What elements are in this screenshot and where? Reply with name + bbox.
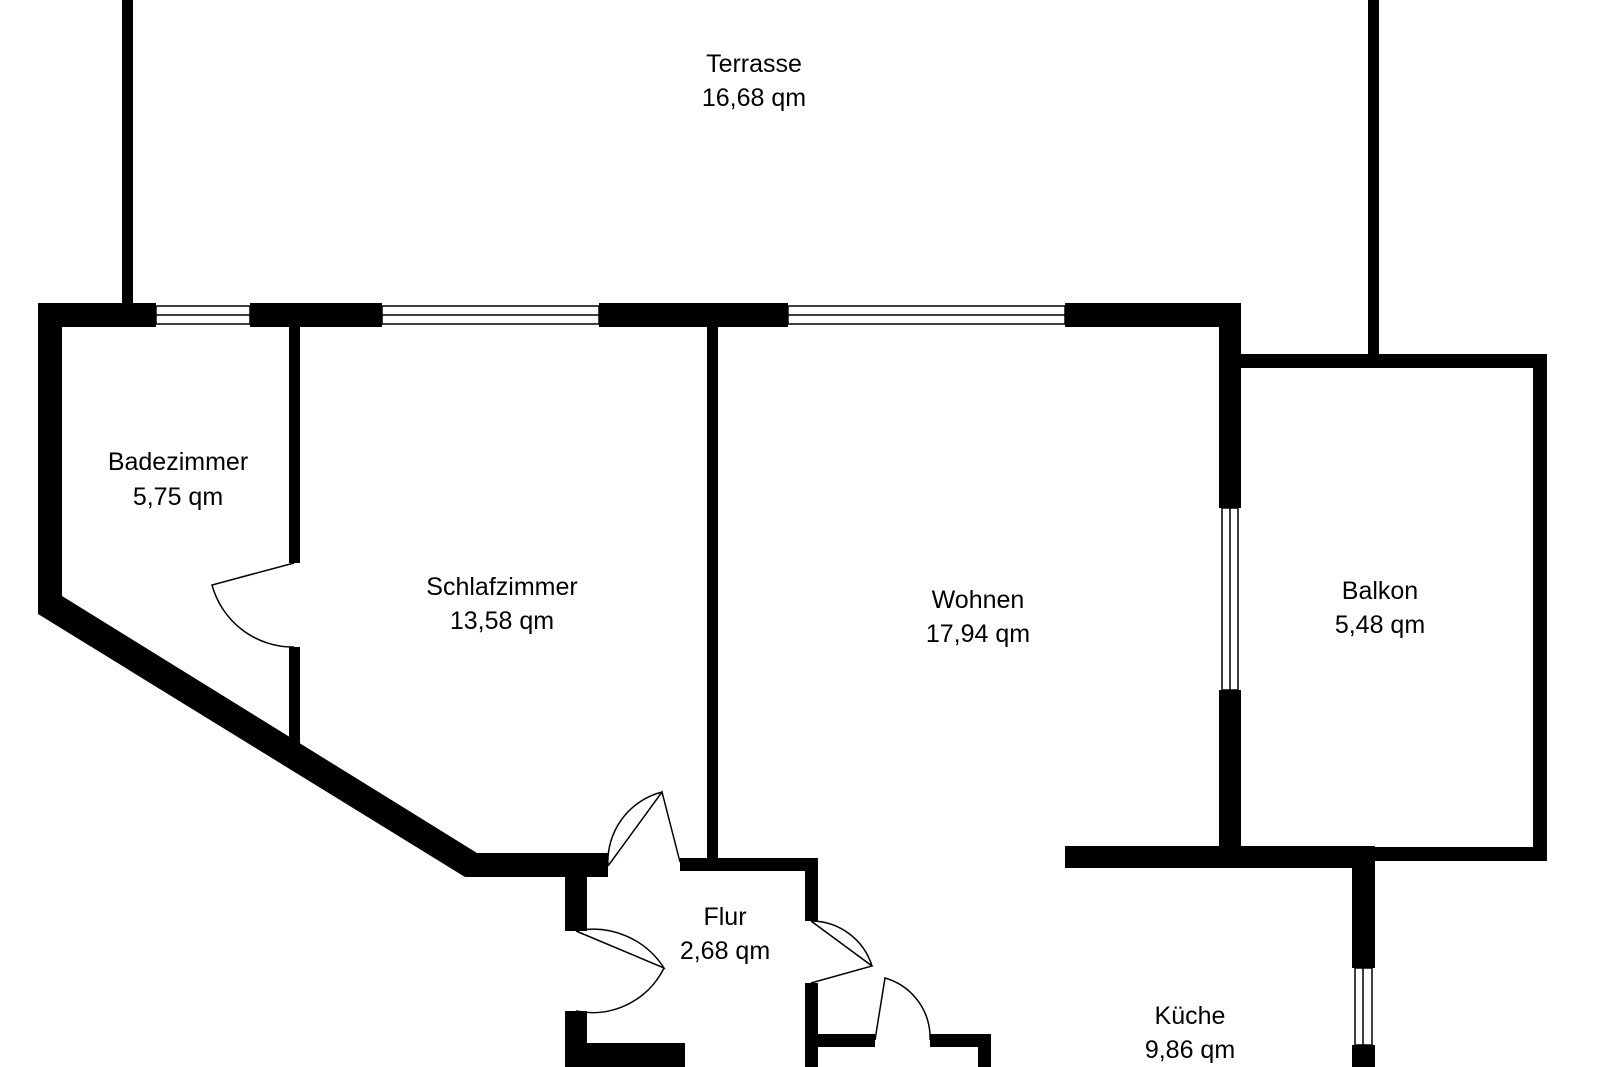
left-wall bbox=[38, 303, 62, 613]
flur-walls bbox=[565, 853, 991, 1067]
terrace-walls bbox=[122, 0, 1379, 360]
label-flur-name: Flur bbox=[703, 903, 746, 931]
wohnen-right-wall-upper bbox=[1219, 303, 1241, 508]
wohnen-right-wall-lower bbox=[1219, 690, 1241, 847]
label-kueche-name: Küche bbox=[1155, 1002, 1226, 1030]
balcony-top-wall bbox=[1219, 354, 1547, 368]
label-terrasse-area: 16,68 qm bbox=[702, 84, 806, 112]
door-flur-left bbox=[575, 928, 666, 1014]
label-badezimmer-area: 5,75 qm bbox=[133, 483, 223, 511]
closet-right-wall bbox=[978, 1034, 991, 1067]
closet-top-wall-right bbox=[930, 1034, 990, 1047]
flur-bottom-wall bbox=[565, 1043, 685, 1067]
bath-bedroom-wall-upper bbox=[289, 327, 300, 563]
label-kueche-area: 9,86 qm bbox=[1145, 1036, 1235, 1064]
top-wall-seg-3 bbox=[599, 303, 788, 327]
label-wohnen-name: Wohnen bbox=[932, 586, 1025, 614]
label-terrasse-name: Terrasse bbox=[706, 50, 802, 78]
room-labels: Terrasse 16,68 qm Badezimmer 5,75 qm Sch… bbox=[108, 50, 1425, 1064]
door-bath bbox=[211, 562, 295, 648]
door-bedroom bbox=[607, 790, 681, 867]
flur-left-wall-upper bbox=[565, 853, 587, 931]
label-flur-area: 2,68 qm bbox=[680, 937, 770, 965]
diagonal-wall bbox=[38, 596, 477, 877]
top-wall-seg-2 bbox=[250, 303, 382, 327]
balcony-right-wall bbox=[1533, 354, 1547, 860]
kitchen-top-wall bbox=[1065, 846, 1375, 868]
label-schlafzimmer-area: 13,58 qm bbox=[450, 607, 554, 635]
label-balkon-name: Balkon bbox=[1342, 577, 1418, 605]
top-wall-seg-4 bbox=[1065, 303, 1241, 327]
doors bbox=[211, 562, 931, 1041]
interior-walls bbox=[289, 327, 718, 862]
label-schlafzimmer-name: Schlafzimmer bbox=[426, 573, 577, 601]
flur-right-wall-lower bbox=[805, 983, 818, 1067]
bath-bedroom-wall-lower bbox=[289, 647, 300, 747]
label-wohnen-area: 17,94 qm bbox=[926, 620, 1030, 648]
bedroom-living-wall bbox=[707, 327, 718, 862]
terrace-right-wall bbox=[1368, 0, 1379, 360]
flur-right-wall-upper bbox=[805, 858, 818, 921]
exterior-walls bbox=[38, 303, 1547, 1067]
kitchen-right-wall-upper bbox=[1352, 846, 1375, 968]
closet-top-wall-left bbox=[805, 1034, 875, 1047]
door-flur-right bbox=[810, 920, 874, 984]
kitchen-right-wall-lower bbox=[1352, 1045, 1375, 1067]
door-closet bbox=[874, 977, 931, 1041]
label-badezimmer-name: Badezimmer bbox=[108, 448, 248, 476]
flur-top-wall-right bbox=[680, 858, 816, 871]
label-balkon-area: 5,48 qm bbox=[1335, 611, 1425, 639]
windows bbox=[155, 305, 1373, 1046]
terrace-left-wall bbox=[122, 0, 133, 306]
